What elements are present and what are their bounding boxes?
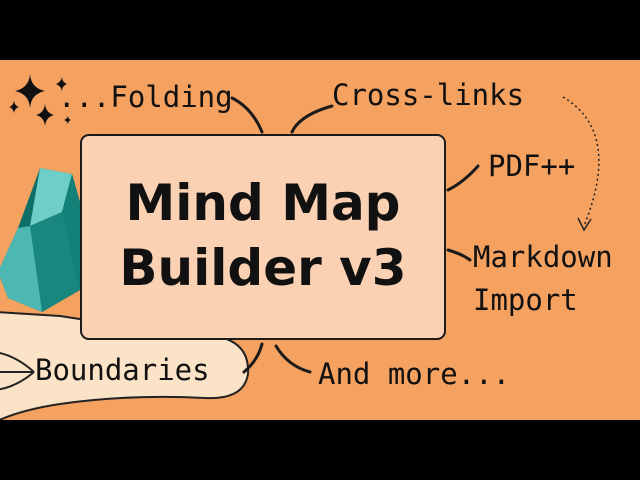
obsidian-logo-icon: [0, 168, 88, 312]
branch-cross-links: Cross-links: [332, 78, 525, 112]
arrow-head-icon: [577, 217, 592, 232]
connector-markdown: [446, 248, 472, 262]
branch-folding: ...Folding: [58, 80, 233, 114]
connector-boundaries: [242, 342, 264, 374]
branch-pdf: PDF++: [488, 149, 576, 183]
branch-import: Import: [473, 283, 578, 317]
central-node: [80, 134, 446, 340]
letterbox-top: [0, 0, 640, 60]
branch-and-more: And more...: [318, 357, 511, 391]
connector-cross-links: [290, 104, 334, 134]
dotted-arrow: [562, 96, 600, 227]
branch-markdown: Markdown: [473, 240, 613, 274]
branch-boundaries: Boundaries: [35, 353, 210, 387]
sparkles-icon: [9, 74, 71, 126]
thumbnail-canvas: Mind Map Builder v3 ...Folding Cross-lin…: [0, 60, 640, 420]
connector-folding: [230, 96, 264, 134]
title-line-2: Builder v3: [119, 239, 407, 297]
boundary-lines-icon: [0, 351, 35, 391]
connector-pdf: [446, 164, 480, 192]
letterbox-bottom: [0, 420, 640, 480]
connector-and-more: [274, 344, 312, 374]
title-line-1: Mind Map: [125, 174, 401, 232]
